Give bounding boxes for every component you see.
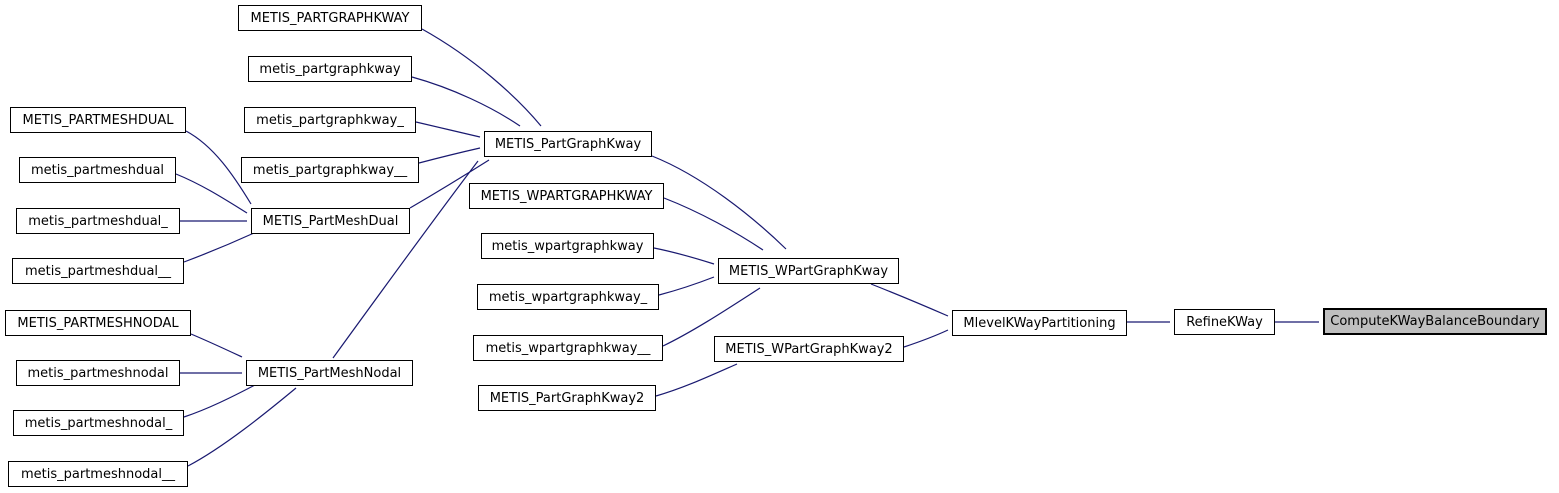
node-label: METIS_PARTMESHDUAL (22, 112, 174, 128)
node-label: metis_wpartgraphkway_ (488, 289, 648, 305)
node-label: METIS_PARTGRAPHKWAY (250, 10, 410, 26)
edge-metis_partgraphkway_-to-METIS_PartGraphKway (415, 121, 481, 138)
node-metis_wpartgraphkway_[interactable]: metis_wpartgraphkway_ (477, 284, 659, 310)
node-metis_partgraphkway_[interactable]: metis_partgraphkway_ (244, 107, 416, 133)
edge-METIS_PartGraphKway-to-METIS_WPartGraphKway (651, 155, 787, 250)
node-METIS_WPARTGRAPHKWAY[interactable]: METIS_WPARTGRAPHKWAY (469, 183, 664, 209)
edge-METIS_WPartGraphKway-to-MlevelKWayPartitioning (870, 283, 949, 317)
node-label: METIS_PARTMESHNODAL (17, 315, 179, 331)
node-label: METIS_WPartGraphKway2 (725, 341, 893, 357)
node-label: METIS_PartGraphKway2 (489, 390, 645, 406)
node-label: METIS_PartGraphKway (494, 136, 642, 152)
node-metis_partmeshdual_[interactable]: metis_partmeshdual_ (16, 208, 180, 234)
node-label: METIS_WPARTGRAPHKWAY (480, 188, 653, 204)
node-metis_wpartgraphkway[interactable]: metis_wpartgraphkway (481, 233, 654, 259)
node-label: metis_partmeshdual_ (28, 213, 168, 229)
edge-metis_wpartgraphkway-to-METIS_WPartGraphKway (653, 247, 715, 265)
edge-METIS_PartMeshDual-to-METIS_PartGraphKway (409, 159, 490, 209)
node-label: metis_wpartgraphkway (491, 238, 644, 254)
node-METIS_WPartGraphKway[interactable]: METIS_WPartGraphKway (718, 258, 899, 284)
node-MlevelKWayPartitioning[interactable]: MlevelKWayPartitioning (952, 310, 1127, 336)
node-label: metis_partgraphkway_ (256, 112, 404, 128)
node-label: METIS_WPartGraphKway (728, 263, 889, 279)
node-label: METIS_PartMeshDual (262, 213, 399, 229)
edge-metis_partmeshnodal__-to-METIS_PartMeshNodal (187, 387, 297, 467)
node-metis_partmeshnodal_[interactable]: metis_partmeshnodal_ (13, 410, 184, 436)
edge-metis_partgraphkway-to-METIS_PartGraphKway (411, 76, 521, 127)
node-label: metis_partgraphkway (259, 61, 401, 77)
node-metis_partgraphkway[interactable]: metis_partgraphkway (248, 56, 412, 82)
node-metis_wpartgraphkway__[interactable]: metis_wpartgraphkway__ (473, 335, 663, 361)
node-label: metis_partmeshnodal__ (20, 466, 175, 482)
edge-METIS_PARTMESHDUAL-to-METIS_PartMeshDual (185, 130, 252, 205)
node-metis_partgraphkway__[interactable]: metis_partgraphkway__ (241, 157, 419, 183)
edge-metis_wpartgraphkway__-to-METIS_WPartGraphKway (662, 287, 761, 347)
node-label: MlevelKWayPartitioning (963, 315, 1116, 331)
node-METIS_PARTMESHDUAL[interactable]: METIS_PARTMESHDUAL (10, 107, 186, 133)
node-METIS_WPartGraphKway2[interactable]: METIS_WPartGraphKway2 (714, 336, 904, 362)
node-RefineKWay[interactable]: RefineKWay (1174, 309, 1275, 335)
edge-METIS_PartGraphKway2-to-METIS_WPartGraphKway2 (655, 363, 738, 397)
node-label: metis_partmeshnodal (27, 365, 169, 381)
node-label: METIS_PartMeshNodal (257, 365, 402, 381)
node-METIS_PARTMESHNODAL[interactable]: METIS_PARTMESHNODAL (5, 310, 191, 336)
edge-metis_partmeshdual-to-METIS_PartMeshDual (175, 173, 248, 214)
node-metis_partmeshnodal[interactable]: metis_partmeshnodal (16, 360, 180, 386)
node-label: metis_partmeshdual__ (24, 263, 172, 279)
node-label: metis_partgraphkway__ (252, 162, 408, 178)
edge-METIS_WPartGraphKway2-to-MlevelKWayPartitioning (903, 329, 949, 348)
node-label: metis_partmeshdual (30, 162, 165, 178)
edge-METIS_PARTMESHNODAL-to-METIS_PartMeshNodal (190, 333, 243, 358)
edge-metis_wpartgraphkway_-to-METIS_WPartGraphKway (658, 276, 715, 296)
node-METIS_PartMeshNodal[interactable]: METIS_PartMeshNodal (246, 360, 413, 386)
node-METIS_PartMeshDual[interactable]: METIS_PartMeshDual (251, 208, 410, 234)
edge-METIS_PARTGRAPHKWAY-to-METIS_PartGraphKway (421, 28, 542, 127)
node-ComputeKWayBalanceBoundary: ComputeKWayBalanceBoundary (1323, 308, 1547, 335)
node-metis_partmeshnodal__[interactable]: metis_partmeshnodal__ (8, 461, 188, 487)
node-METIS_PARTGRAPHKWAY[interactable]: METIS_PARTGRAPHKWAY (238, 5, 422, 31)
edge-METIS_PartMeshNodal-to-METIS_PartGraphKway (332, 160, 479, 359)
node-label: metis_wpartgraphkway__ (485, 340, 651, 356)
node-METIS_PartGraphKway2[interactable]: METIS_PartGraphKway2 (478, 385, 656, 411)
node-label: RefineKWay (1186, 314, 1263, 330)
edge-metis_partgraphkway__-to-METIS_PartGraphKway (418, 147, 481, 164)
node-label: ComputeKWayBalanceBoundary (1330, 314, 1540, 329)
node-metis_partmeshdual__[interactable]: metis_partmeshdual__ (12, 258, 184, 284)
node-label: metis_partmeshnodal_ (24, 415, 173, 431)
node-metis_partmeshdual[interactable]: metis_partmeshdual (19, 157, 176, 183)
edge-metis_partmeshnodal_-to-METIS_PartMeshNodal (183, 384, 256, 418)
edge-METIS_WPARTGRAPHKWAY-to-METIS_WPartGraphKway (663, 197, 764, 251)
edge-metis_partmeshdual__-to-METIS_PartMeshDual (183, 232, 255, 263)
node-METIS_PartGraphKway[interactable]: METIS_PartGraphKway (484, 131, 652, 157)
